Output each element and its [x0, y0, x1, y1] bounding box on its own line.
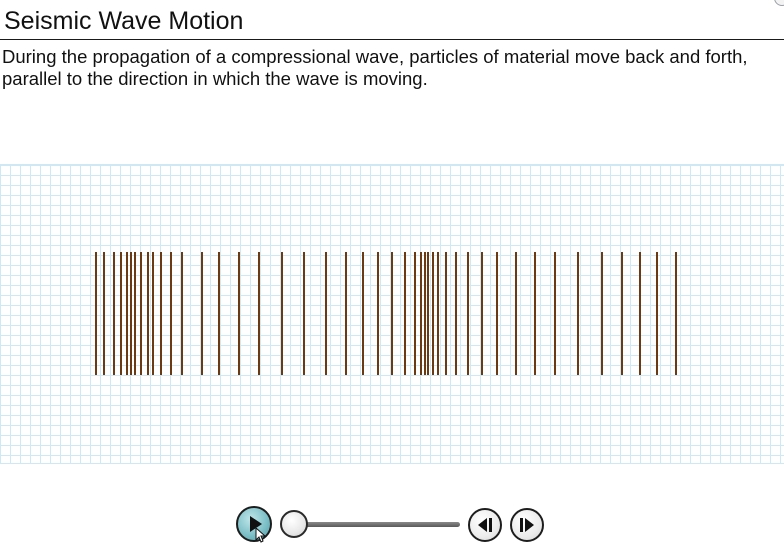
title-divider [0, 39, 784, 40]
wave-animation-panel [0, 164, 784, 464]
progress-handle[interactable] [280, 510, 308, 538]
compressional-wave-lines [95, 252, 677, 375]
playback-controls [0, 504, 784, 544]
step-forward-icon [520, 518, 534, 532]
page-title: Seismic Wave Motion [4, 7, 244, 35]
progress-track[interactable] [296, 522, 460, 527]
play-icon [250, 516, 262, 532]
step-back-icon [478, 518, 492, 532]
description-text: During the propagation of a compressiona… [2, 46, 748, 89]
play-button[interactable] [236, 506, 272, 542]
window-corner-control[interactable] [774, 0, 784, 6]
step-forward-button[interactable] [510, 508, 544, 542]
step-back-button[interactable] [468, 508, 502, 542]
pointer-cursor-icon [255, 528, 267, 543]
